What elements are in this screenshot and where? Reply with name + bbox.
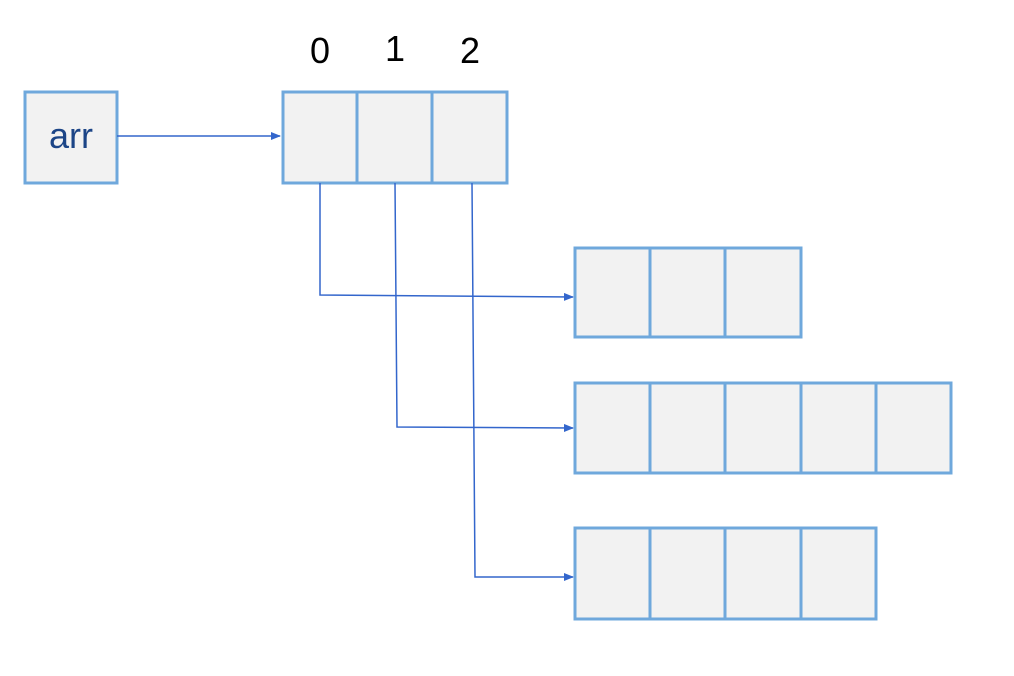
index-label-1: 1: [385, 28, 405, 69]
row-0-cell-0: [573, 246, 652, 339]
row-1-cell-2: [723, 381, 803, 475]
row-1-cell-0: [573, 381, 652, 475]
row-0-cell-2: [723, 246, 803, 339]
row-array-2: [573, 526, 878, 621]
row-array-0: [573, 246, 803, 339]
row-2-cell-0: [573, 526, 652, 621]
outer-cell-1: [355, 90, 434, 185]
outer-array: [281, 90, 509, 185]
index-label-2: 2: [460, 30, 480, 71]
row-2-cell-2: [723, 526, 803, 621]
arrow-index-2-to-row-2: [471, 182, 574, 581]
row-1-cell-1: [648, 381, 727, 475]
outer-cell-0: [281, 90, 359, 185]
row-2-cell-3: [799, 526, 878, 621]
outer-cell-2: [430, 90, 509, 185]
index-label-0: 0: [310, 30, 330, 71]
row-1-cell-4: [874, 381, 953, 475]
row-1-cell-3: [799, 381, 878, 475]
row-0-cell-1: [648, 246, 727, 339]
variable-name: arr: [49, 115, 93, 156]
pointer-arrows: [117, 132, 574, 581]
row-array-1: [573, 381, 953, 475]
row-2-cell-1: [648, 526, 727, 621]
variable-cell: [23, 90, 119, 185]
variable-box: arr: [23, 90, 119, 185]
arrow-index-0-to-row-0: [319, 183, 574, 301]
arrow-index-1-to-row-1: [394, 182, 574, 432]
index-labels: 0 1 2: [310, 28, 480, 71]
